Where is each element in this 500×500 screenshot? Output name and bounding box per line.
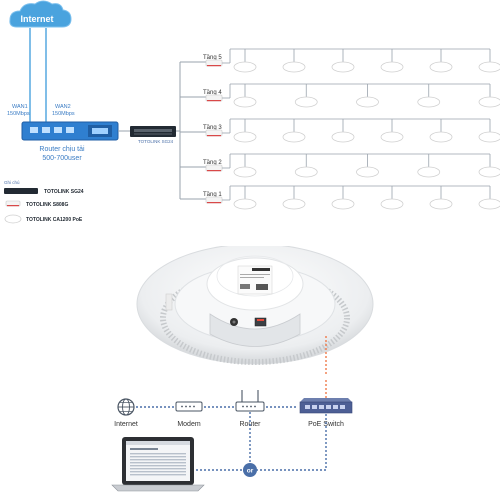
legend-item-ap-label: TOTOLINK CA1200 PoE	[26, 217, 83, 223]
ceiling-ap-icon	[429, 131, 453, 143]
floor-2: Tầng 2	[180, 153, 500, 178]
ceiling-ap-icon	[380, 198, 404, 210]
legend-title: Ghi chú	[4, 180, 20, 185]
legend-switch-icon	[4, 188, 38, 194]
ceiling-ap-icon	[429, 198, 453, 210]
ceiling-ap-icon	[478, 96, 500, 108]
connection-diagram: Internet Modem Router	[111, 380, 353, 492]
ceiling-ap-icon	[294, 96, 318, 108]
ceiling-ap-icon	[282, 61, 306, 73]
floor-label: Tầng 1	[203, 192, 222, 198]
laptop-icon	[111, 437, 205, 492]
router-device	[21, 121, 119, 141]
or-badge: or	[243, 463, 257, 477]
ceiling-ap-icon	[233, 61, 257, 73]
floor-switch-icon	[205, 129, 223, 137]
ceiling-ap-icon	[380, 61, 404, 73]
legend-item-switch-label: TOTOLINK SG24	[44, 189, 84, 195]
internet-label: Internet	[20, 14, 53, 24]
router-icon	[235, 390, 265, 412]
wan2-label: WAN2	[55, 104, 71, 110]
ceiling-ap-icon	[478, 61, 500, 73]
floor-1: Tầng 1	[180, 185, 500, 210]
floor-label: Tầng 4	[203, 90, 222, 96]
floor-label: Tầng 2	[203, 160, 222, 166]
ceiling-ap-icon	[294, 166, 318, 178]
floors-group: Tầng 5 Tầng 4 Tầng 3 Tầng 2 Tầng 1	[180, 48, 500, 210]
ceiling-ap-icon	[331, 131, 355, 143]
legend-item-ap: TOTOLINK CA1200 PoE	[4, 214, 83, 224]
ceiling-ap-icon	[356, 166, 379, 178]
wan2-speed: 150Mbps	[52, 111, 75, 117]
floor-5: Tầng 5	[180, 48, 500, 73]
legend: Ghi chú TOTOLINK SG24 TOTOLINK S808G TOT…	[4, 180, 84, 224]
ap-ethernet-port	[254, 317, 267, 327]
router-caption-2: 500-700user	[42, 155, 82, 162]
ceiling-ap-icon	[233, 198, 257, 210]
router-caption-1: Router chịu tải	[39, 146, 85, 153]
legend-item-s808g-label: TOTOLINK S808G	[26, 202, 68, 208]
bottom-poe-switch-label: PoE Switch	[308, 421, 344, 428]
poe-switch-icon	[299, 398, 353, 414]
floor-topology-diagram: Internet WAN1 150Mbps WAN2 150Mbps Route…	[4, 0, 500, 224]
ceiling-ap-icon	[282, 131, 306, 143]
ceiling-ap-icon	[233, 131, 257, 143]
floor-4: Tầng 4	[180, 83, 500, 108]
ceiling-ap-icon	[429, 61, 453, 73]
legend-item-s808g: TOTOLINK S808G	[5, 200, 68, 208]
ceiling-ap-icon	[478, 131, 500, 143]
ceiling-ap-icon	[233, 96, 257, 108]
bottom-modem-label: Modem	[177, 421, 201, 428]
ceiling-ap-icon	[331, 61, 355, 73]
legend-item-switch: TOTOLINK SG24	[4, 188, 84, 195]
modem-icon	[175, 401, 203, 412]
ceiling-ap-icon	[417, 166, 441, 178]
ceiling-ap-icon	[356, 96, 379, 108]
wan1-speed: 150Mbps	[7, 111, 30, 117]
main-switch-label: TOTOLINK SG24	[138, 139, 174, 144]
ap-side-clip	[165, 293, 173, 311]
ceiling-ap-icon	[282, 198, 306, 210]
ceiling-ap-icon	[331, 198, 355, 210]
ceiling-ap-icon	[233, 166, 257, 178]
globe-icon	[117, 398, 135, 416]
ceiling-ap-icon	[478, 166, 500, 178]
ceiling-ap-icon	[417, 96, 441, 108]
or-label: or	[247, 468, 254, 475]
wan1-label: WAN1	[12, 104, 28, 110]
floor-3: Tầng 3	[180, 118, 500, 143]
main-switch-device	[130, 126, 176, 137]
bottom-internet-label: Internet	[114, 421, 138, 428]
ap-port-cutout	[209, 313, 301, 347]
internet-cloud-icon: Internet	[9, 0, 72, 28]
floor-switch-icon	[205, 59, 223, 67]
ceiling-ap-icon	[478, 198, 500, 210]
floor-switch-icon	[205, 196, 223, 204]
floor-label: Tầng 5	[203, 55, 222, 61]
access-point-illustration	[136, 246, 374, 376]
floor-label: Tầng 3	[203, 125, 222, 131]
floor-switch-icon	[205, 164, 223, 172]
legend-ap-icon	[4, 214, 22, 224]
floor-switch-icon	[205, 94, 223, 102]
ceiling-ap-icon	[380, 131, 404, 143]
